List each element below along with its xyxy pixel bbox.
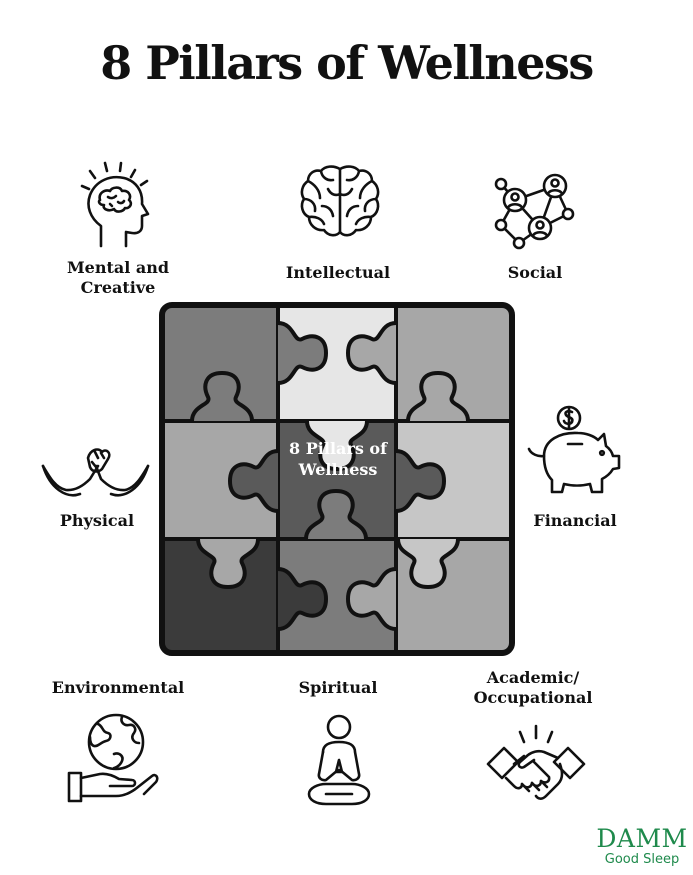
brain-head-icon: [80, 161, 150, 248]
logo-wordmark: DAMM: [596, 824, 688, 853]
network-people-icon: [494, 173, 575, 250]
center-label: 8 Pillars of Wellness: [289, 439, 387, 479]
pillar-label-social: Social: [507, 263, 563, 282]
page-title: 8 Pillars of Wellness: [100, 36, 594, 90]
handshake-icon: [486, 724, 586, 800]
pillar-label-physical: Physical: [59, 511, 135, 530]
logo-tagline: Good Sleep: [604, 852, 680, 867]
puzzle-grid: [159, 302, 515, 656]
pillar-label-financial: Financial: [533, 511, 617, 530]
pillar-label-spiritual: Spiritual: [298, 678, 378, 697]
pillar-label-intellectual: Intellectual: [285, 263, 391, 282]
globe-hand-icon: [67, 713, 159, 803]
pillar-label-academic-occupational: Academic/ Occupational: [473, 668, 593, 707]
meditation-icon: [307, 714, 371, 806]
piggy-bank-icon: [527, 405, 621, 494]
pillar-label-environmental: Environmental: [51, 678, 185, 697]
pillar-label-mental-creative: Mental and Creative: [66, 258, 170, 297]
brain-icon: [300, 165, 380, 237]
brand-logo: DAMM Good Sleep: [596, 826, 688, 868]
arm-wrestling-icon: [41, 448, 150, 497]
